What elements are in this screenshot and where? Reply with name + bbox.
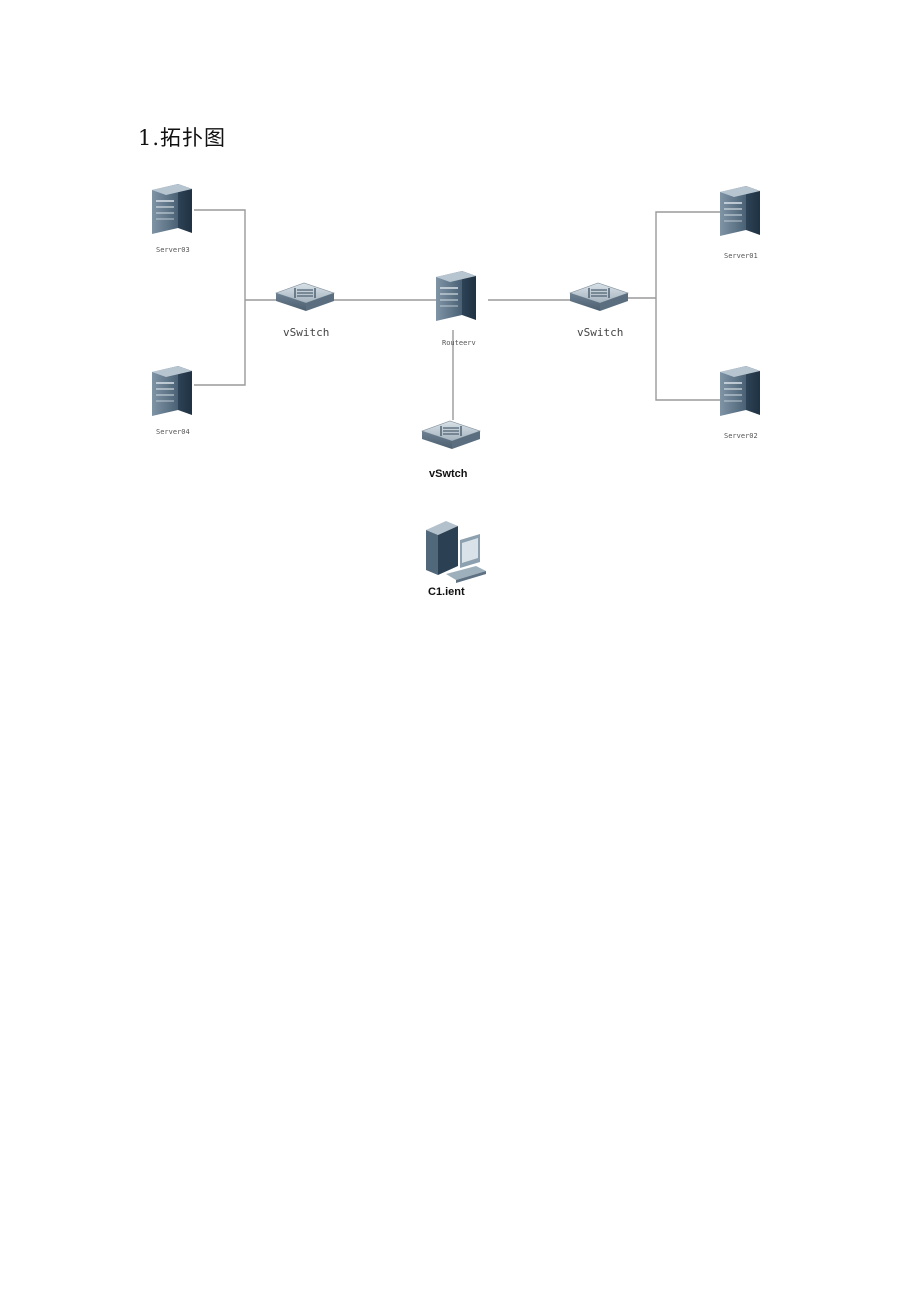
- vswitch-right-label: vSwitch: [577, 326, 623, 339]
- router-label: Routeerv: [442, 339, 476, 347]
- vswitch-right[interactable]: vSwitch: [569, 282, 629, 339]
- switch-icon: [421, 420, 481, 450]
- server-bottom-right[interactable]: Server02: [720, 366, 760, 440]
- link-group: [194, 209, 720, 420]
- server-tower-icon: [152, 366, 192, 416]
- server-bottom-left-label: Server04: [156, 428, 190, 436]
- server-top-right[interactable]: Server01: [720, 186, 760, 260]
- server-top-left-label: Server03: [156, 246, 190, 254]
- link-right-servers: [655, 211, 720, 401]
- desktop-pc-icon: [426, 521, 486, 583]
- link-server03-bus: [194, 209, 246, 386]
- client-node[interactable]: C1.ient: [426, 521, 486, 598]
- server-tower-icon: [152, 184, 192, 234]
- client-label: C1.ient: [428, 586, 465, 598]
- vswitch-left-label: vSwitch: [283, 326, 329, 339]
- server-bottom-left[interactable]: Server04: [152, 366, 192, 436]
- server-tower-icon: [720, 186, 760, 236]
- server-top-right-label: Server01: [724, 252, 758, 260]
- server-top-left[interactable]: Server03: [152, 184, 192, 254]
- server-tower-icon: [720, 366, 760, 416]
- router-node[interactable]: Routeerv: [436, 271, 476, 347]
- vswitch-bottom-label: vSwtch: [429, 468, 468, 480]
- switch-icon: [275, 282, 335, 312]
- switch-icon: [569, 282, 629, 312]
- vswitch-left[interactable]: vSwitch: [275, 282, 335, 339]
- server-bottom-right-label: Server02: [724, 432, 758, 440]
- server-tower-icon: [436, 271, 476, 321]
- diagram-heading: 1.拓扑图: [138, 126, 227, 150]
- vswitch-bottom[interactable]: vSwtch: [421, 420, 481, 480]
